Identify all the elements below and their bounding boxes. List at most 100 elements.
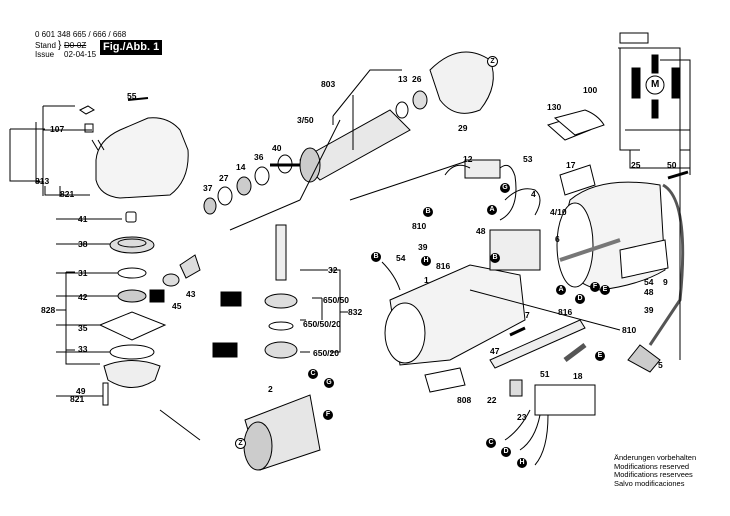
part-label: 4 bbox=[531, 189, 536, 199]
part-label: 650/50 bbox=[323, 295, 349, 305]
part-label: 49 bbox=[76, 386, 86, 396]
part-label: 6 bbox=[555, 234, 560, 244]
part-label: 32 bbox=[328, 265, 338, 275]
part-label: 4/10 bbox=[550, 207, 567, 217]
part-label: 832 bbox=[348, 307, 363, 317]
connector-marker-f: F bbox=[590, 282, 600, 292]
part-label: 43 bbox=[186, 289, 196, 299]
part-label: 25 bbox=[631, 160, 641, 170]
part-label: 3/50 bbox=[297, 115, 314, 125]
part-label: 33 bbox=[78, 344, 88, 354]
part-label: 54 bbox=[644, 277, 654, 287]
part-label: 37 bbox=[203, 183, 213, 193]
connector-marker-z: Z bbox=[487, 56, 498, 67]
part-label: 808 bbox=[457, 395, 472, 405]
part-label: 650/50/20 bbox=[303, 319, 341, 329]
motor-symbol: M bbox=[651, 79, 660, 90]
wiring-schematic bbox=[618, 32, 691, 360]
capacitor-12 bbox=[464, 159, 501, 179]
connector-marker-h: H bbox=[421, 256, 431, 266]
part-label: 36 bbox=[254, 152, 264, 162]
part-label: 828 bbox=[41, 305, 56, 315]
plug bbox=[627, 344, 661, 373]
part-label: 54 bbox=[396, 253, 406, 263]
stand-value: D0-0Z bbox=[64, 41, 87, 50]
electronics-module bbox=[534, 384, 596, 416]
part-label: 803 bbox=[321, 79, 336, 89]
end-housing bbox=[429, 51, 494, 114]
bearing-flange bbox=[103, 360, 161, 388]
part-label: 40 bbox=[272, 143, 282, 153]
connector-marker-a: A bbox=[556, 285, 566, 295]
wrench-icon-2 bbox=[212, 342, 238, 358]
part-label: 17 bbox=[566, 160, 576, 170]
figure-label: Fig./Abb. 1 bbox=[100, 40, 163, 55]
part-label: 5 bbox=[658, 360, 663, 370]
part-label: 55 bbox=[127, 91, 137, 101]
part-label: 7 bbox=[525, 310, 530, 320]
part-label: 23 bbox=[517, 412, 527, 422]
part-label: 50 bbox=[667, 160, 677, 170]
connector-marker-e: E bbox=[600, 285, 610, 295]
notice-line: Modifications reservees bbox=[614, 470, 693, 480]
part-label: 35 bbox=[78, 323, 88, 333]
part-label: 130 bbox=[547, 102, 562, 112]
part-label: 12 bbox=[463, 154, 473, 164]
connector-marker-c: C bbox=[308, 369, 318, 379]
part-label: 1 bbox=[424, 275, 429, 285]
part-label: 27 bbox=[219, 173, 229, 183]
connector-marker-e: E bbox=[595, 351, 605, 361]
part-label: 48 bbox=[644, 287, 654, 297]
connector-marker-z: Z bbox=[235, 438, 246, 449]
nut-41 bbox=[125, 211, 137, 223]
part-label: 45 bbox=[172, 301, 182, 311]
part-label: 47 bbox=[490, 346, 500, 356]
notice-line: Salvo modificaciones bbox=[614, 478, 685, 488]
issue-label: Issue bbox=[35, 50, 55, 59]
connector-marker-d: D bbox=[575, 294, 585, 304]
connector-marker-b: B bbox=[423, 207, 433, 217]
part-label: 821 bbox=[70, 394, 85, 404]
notice-line: Änderungen vorbehalten bbox=[614, 453, 697, 462]
part-label: 816 bbox=[558, 307, 573, 317]
part-label: 29 bbox=[458, 123, 468, 133]
part-label: 22 bbox=[487, 395, 497, 405]
spindle bbox=[275, 224, 287, 281]
part-label: 51 bbox=[540, 369, 550, 379]
notice-line: Modifications reserved bbox=[614, 461, 690, 471]
part-label: 816 bbox=[436, 261, 451, 271]
part-label: 39 bbox=[644, 305, 654, 315]
part-label: 38 bbox=[78, 239, 88, 249]
bracket-lines-left bbox=[35, 105, 92, 197]
connector-marker-g: G bbox=[500, 183, 510, 193]
part-label: 41 bbox=[78, 214, 88, 224]
connector-marker-a: A bbox=[487, 205, 497, 215]
switch-4 bbox=[489, 229, 541, 271]
connector-marker-d: D bbox=[501, 447, 511, 457]
part-number-list: 0 601 348 665 / 666 / 668 bbox=[35, 30, 127, 39]
part-label: 100 bbox=[583, 85, 598, 95]
brace: } bbox=[58, 40, 62, 51]
connector-marker-b: B bbox=[490, 253, 500, 263]
part-label: 39 bbox=[418, 242, 428, 252]
part-label: 107 bbox=[50, 124, 65, 134]
part-label: 13 bbox=[398, 74, 408, 84]
part-label: 810 bbox=[412, 221, 427, 231]
connector-marker-c: C bbox=[486, 438, 496, 448]
part-label: 53 bbox=[523, 154, 533, 164]
connector-marker-h: H bbox=[517, 458, 527, 468]
connector-marker-b: B bbox=[371, 252, 381, 262]
part-label: 813 bbox=[35, 176, 50, 186]
part-label: 821 bbox=[60, 189, 75, 199]
part-label: 26 bbox=[412, 74, 422, 84]
connector-marker-g: G bbox=[324, 378, 334, 388]
gear-housing bbox=[95, 117, 189, 199]
part-label: 2 bbox=[268, 384, 273, 394]
modifications-notice: Änderungen vorbehalten Modifications res… bbox=[614, 453, 697, 488]
part-label: 48 bbox=[476, 226, 486, 236]
part-label: 42 bbox=[78, 292, 88, 302]
part-label: 18 bbox=[573, 371, 583, 381]
part-label: 650/20 bbox=[313, 348, 339, 358]
